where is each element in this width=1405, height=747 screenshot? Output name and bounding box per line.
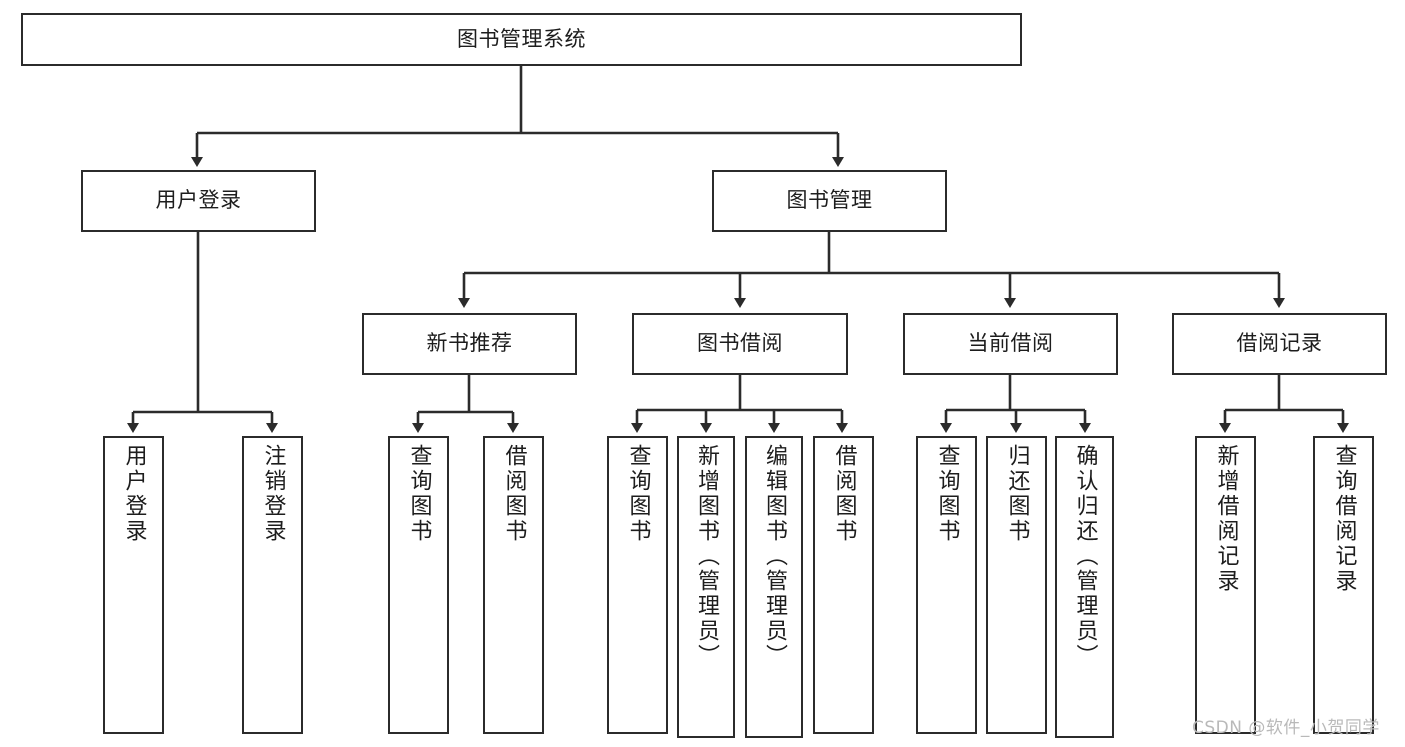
node-book-management[interactable]: 图书管理 <box>712 170 947 232</box>
leaf-add-book-admin-label: 新增图书（管理员） <box>694 444 719 669</box>
leaf-return-book[interactable]: 归还图书 <box>986 436 1047 734</box>
node-new-book-recommend[interactable]: 新书推荐 <box>362 313 577 375</box>
csdn-watermark: CSDN @软件_小贺同学 <box>1192 718 1380 738</box>
node-book-borrow[interactable]: 图书借阅 <box>632 313 848 375</box>
leaf-query-book-current-label: 查询图书 <box>934 444 960 544</box>
node-book-borrow-label: 图书借阅 <box>697 331 783 356</box>
node-borrow-record-label: 借阅记录 <box>1236 331 1323 356</box>
leaf-logout[interactable]: 注销登录 <box>242 436 303 734</box>
leaf-return-book-label: 归还图书 <box>1004 444 1030 544</box>
leaf-confirm-return-admin[interactable]: 确认归还（管理员） <box>1055 436 1114 738</box>
leaf-logout-label: 注销登录 <box>260 444 286 544</box>
leaf-user-login-label: 用户登录 <box>121 444 147 544</box>
node-borrow-record[interactable]: 借阅记录 <box>1172 313 1387 375</box>
leaf-borrow-book-newbook[interactable]: 借阅图书 <box>483 436 544 734</box>
leaf-query-book-newbook-label: 查询图书 <box>406 444 432 544</box>
leaf-confirm-return-admin-label: 确认归还（管理员） <box>1072 444 1098 669</box>
node-new-book-recommend-label: 新书推荐 <box>426 331 513 356</box>
leaf-user-login[interactable]: 用户登录 <box>103 436 164 734</box>
leaf-edit-book-admin[interactable]: 编辑图书（管理员） <box>745 436 803 738</box>
node-root-label: 图书管理系统 <box>457 26 586 51</box>
node-book-management-label: 图书管理 <box>786 188 873 213</box>
node-current-borrow[interactable]: 当前借阅 <box>903 313 1118 375</box>
leaf-borrow-book-borrow[interactable]: 借阅图书 <box>813 436 874 734</box>
leaf-query-book-borrow[interactable]: 查询图书 <box>607 436 668 734</box>
node-current-borrow-label: 当前借阅 <box>967 331 1054 356</box>
node-user-login[interactable]: 用户登录 <box>81 170 316 232</box>
leaf-query-borrow-record-label: 查询借阅记录 <box>1331 444 1357 594</box>
leaf-query-book-borrow-label: 查询图书 <box>625 444 651 544</box>
node-root[interactable]: 图书管理系统 <box>21 13 1022 66</box>
leaf-borrow-book-borrow-label: 借阅图书 <box>831 444 857 544</box>
leaf-query-borrow-record[interactable]: 查询借阅记录 <box>1313 436 1374 734</box>
leaf-borrow-book-newbook-label: 借阅图书 <box>501 444 527 544</box>
node-user-login-label: 用户登录 <box>155 188 242 213</box>
leaf-add-borrow-record-label: 新增借阅记录 <box>1213 444 1239 594</box>
leaf-add-book-admin[interactable]: 新增图书（管理员） <box>677 436 735 738</box>
leaf-edit-book-admin-label: 编辑图书（管理员） <box>762 444 787 669</box>
leaf-query-book-newbook[interactable]: 查询图书 <box>388 436 449 734</box>
leaf-add-borrow-record[interactable]: 新增借阅记录 <box>1195 436 1256 734</box>
leaf-query-book-current[interactable]: 查询图书 <box>916 436 977 734</box>
